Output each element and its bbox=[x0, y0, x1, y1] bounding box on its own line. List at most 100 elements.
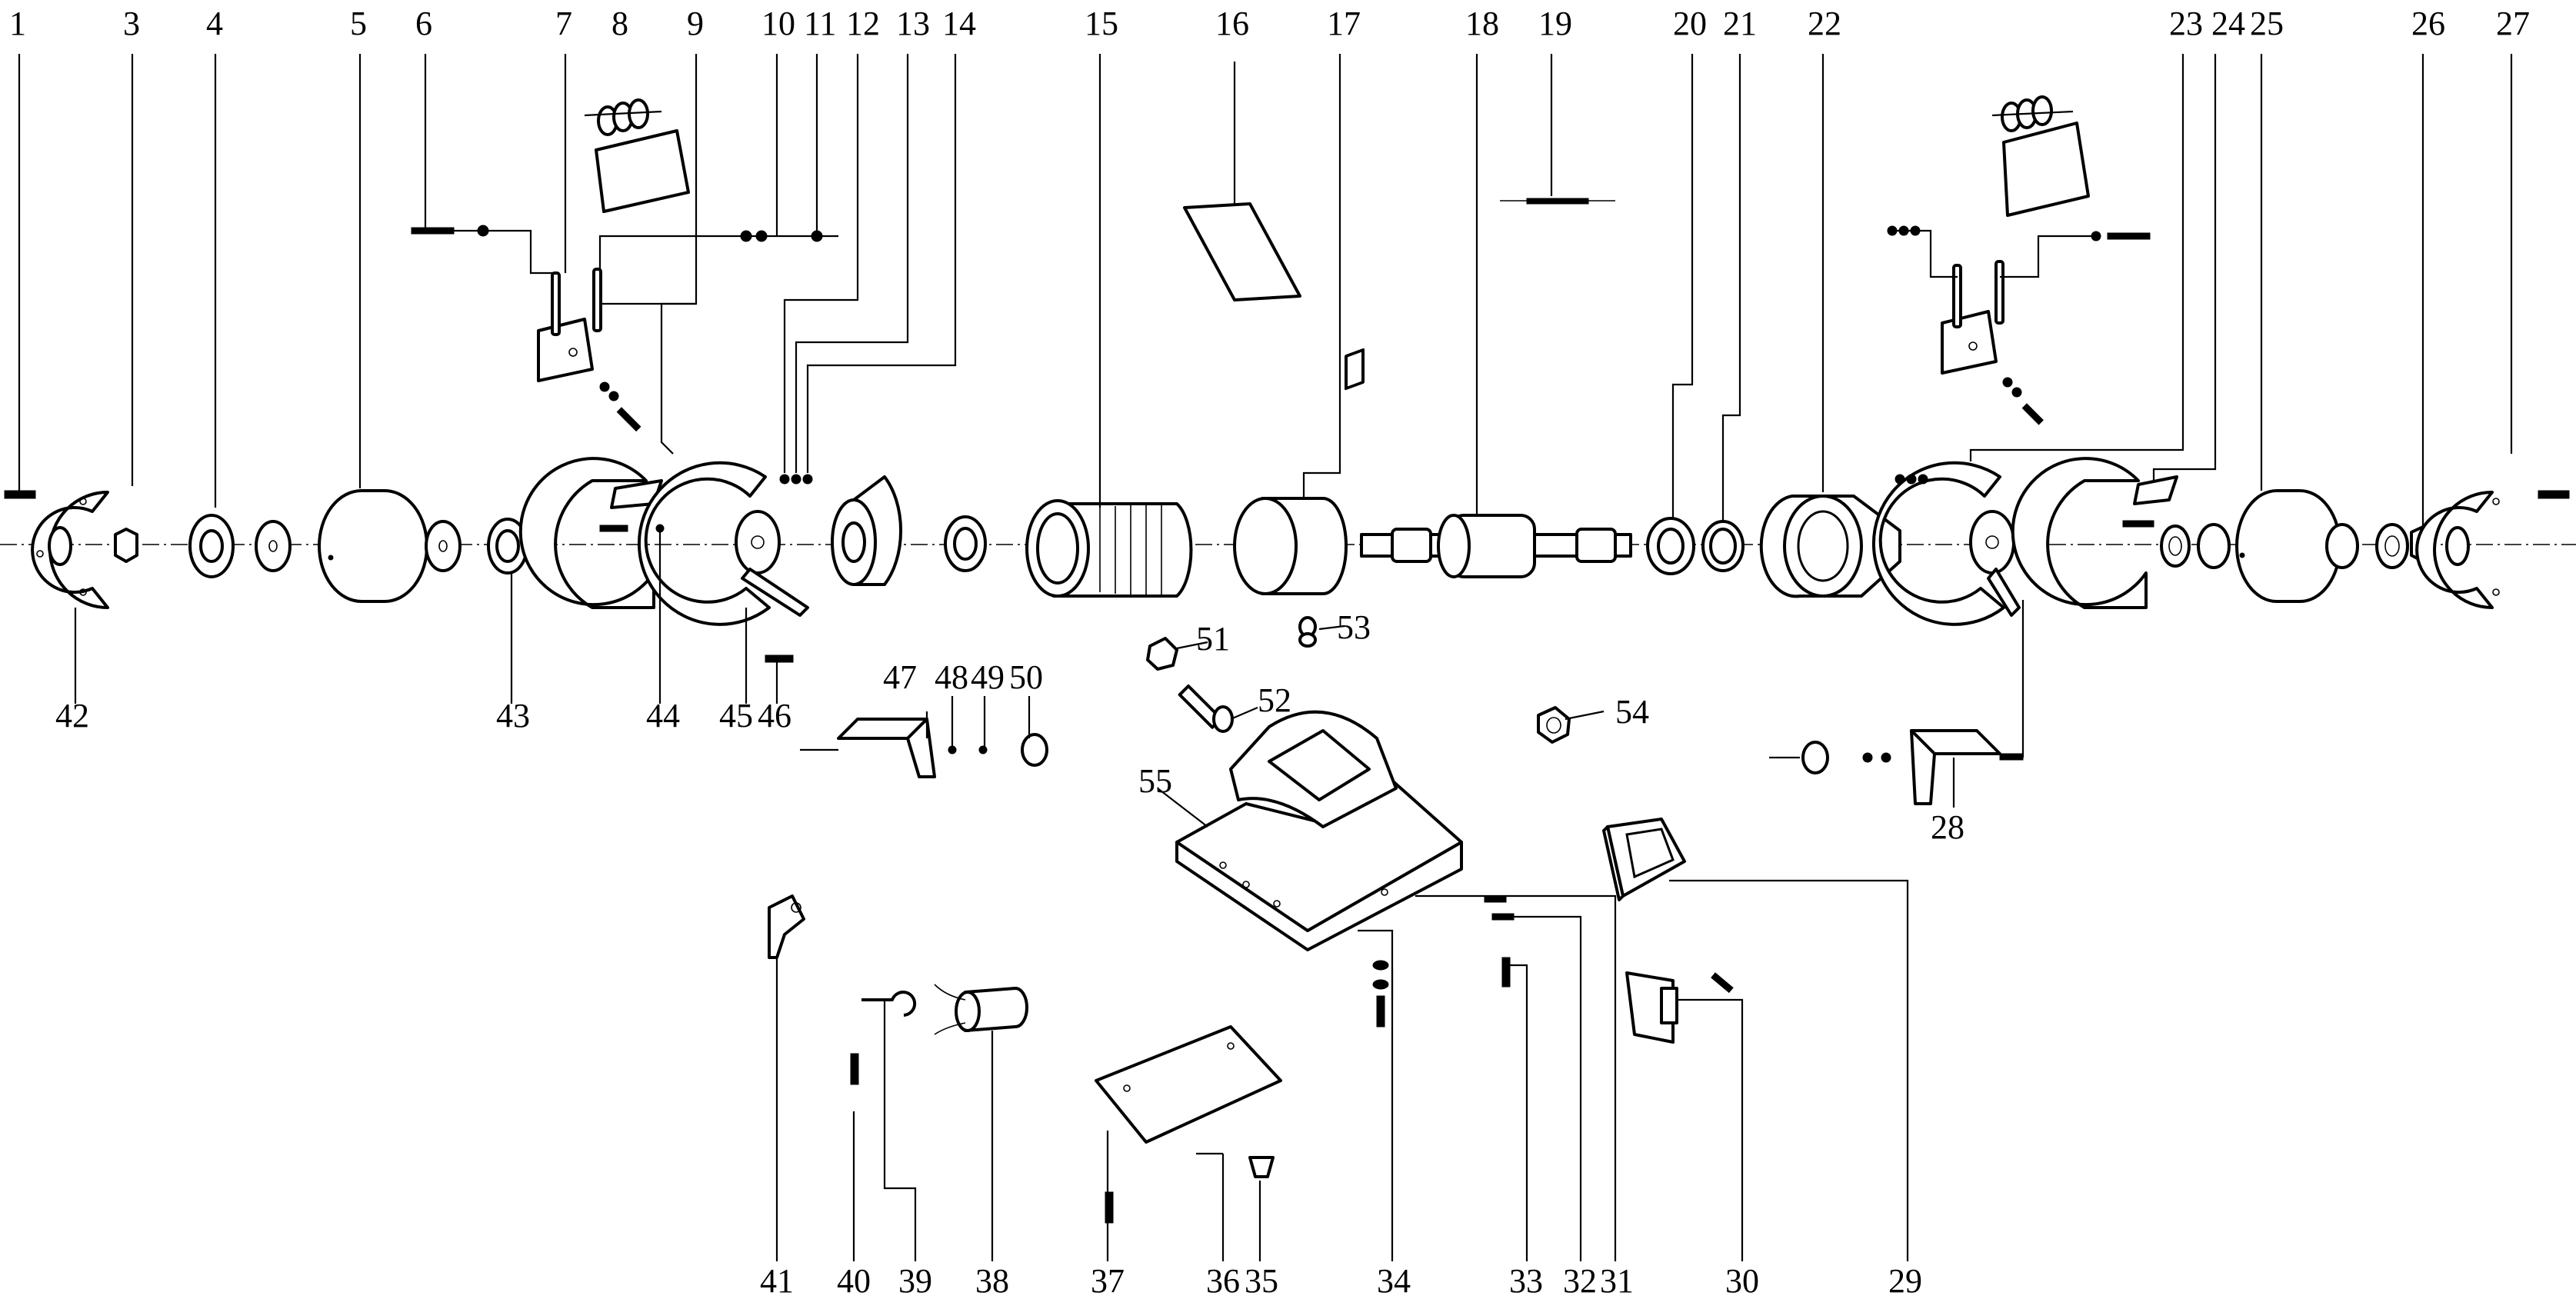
label-49: 49 bbox=[971, 658, 1005, 696]
part-28-tool-rest-right bbox=[1801, 729, 2024, 805]
label-29: 29 bbox=[1888, 1262, 1922, 1299]
label-1: 1 bbox=[9, 5, 26, 42]
label-4: 4 bbox=[206, 5, 223, 42]
parts-51-52-bolt bbox=[1146, 637, 1234, 733]
part-37-screw bbox=[1105, 1191, 1114, 1224]
label-43: 43 bbox=[496, 697, 530, 734]
label-3: 3 bbox=[123, 5, 140, 42]
label-42: 42 bbox=[55, 697, 89, 734]
label-35: 35 bbox=[1245, 1262, 1278, 1299]
screw-46 bbox=[765, 654, 794, 663]
part-20-bearing-right bbox=[1646, 517, 1695, 575]
part-30-switch bbox=[1625, 971, 1734, 1044]
part-15-stator bbox=[1025, 499, 1193, 598]
label-44: 44 bbox=[646, 697, 680, 734]
part-7-shield-bracket-left bbox=[537, 268, 602, 382]
part-54-nut bbox=[1537, 706, 1571, 744]
part-1-bolt bbox=[4, 490, 36, 499]
label-30: 30 bbox=[1725, 1262, 1759, 1299]
screws-12-14 bbox=[779, 474, 813, 485]
label-54: 54 bbox=[1615, 693, 1649, 731]
label-40: 40 bbox=[837, 1262, 871, 1299]
label-31: 31 bbox=[1600, 1262, 1634, 1299]
label-27: 27 bbox=[2496, 5, 2530, 42]
part-9-screw bbox=[599, 381, 642, 432]
washer-left-2-hole bbox=[438, 540, 448, 552]
part-43-inner-flange bbox=[487, 518, 528, 575]
part-42-outer-cover-left bbox=[31, 491, 109, 609]
label-41: 41 bbox=[760, 1262, 794, 1299]
label-11: 11 bbox=[804, 5, 836, 42]
label-28: 28 bbox=[1931, 808, 1964, 846]
label-34: 34 bbox=[1377, 1262, 1411, 1299]
screw-group-44 bbox=[599, 524, 665, 533]
part-3-nut bbox=[114, 528, 138, 563]
label-25: 25 bbox=[2250, 5, 2284, 42]
label-8: 8 bbox=[612, 5, 628, 42]
washer-right-2 bbox=[2325, 523, 2359, 569]
label-12: 12 bbox=[846, 5, 880, 42]
label-37: 37 bbox=[1091, 1262, 1125, 1299]
label-33: 33 bbox=[1509, 1262, 1543, 1299]
part-38-capacitor bbox=[934, 984, 1028, 1035]
label-45: 45 bbox=[719, 697, 753, 734]
part-34-screw bbox=[1372, 960, 1389, 1028]
part-17-housing-sleeve bbox=[1233, 497, 1348, 595]
part-53-nut bbox=[1298, 616, 1317, 648]
part-22-end-cover-right bbox=[1759, 495, 1901, 598]
part-19-long-bolt bbox=[1500, 198, 1615, 205]
label-51: 51 bbox=[1196, 620, 1230, 658]
label-20: 20 bbox=[1673, 5, 1707, 42]
label-24: 24 bbox=[2211, 5, 2245, 42]
label-21: 21 bbox=[1723, 5, 1757, 42]
part-55-motor-base bbox=[1175, 348, 1463, 951]
part-eye-shield-right bbox=[2001, 95, 2090, 217]
label-19: 19 bbox=[1538, 5, 1572, 42]
washer-left-2 bbox=[425, 520, 462, 572]
washer-right-1 bbox=[2197, 523, 2231, 569]
part-21-wave-washer bbox=[1701, 520, 1745, 572]
part-44-wheel-guard-left bbox=[518, 457, 663, 609]
label-52: 52 bbox=[1258, 681, 1291, 719]
label-36: 36 bbox=[1206, 1262, 1240, 1299]
washer-left-1-hole bbox=[268, 540, 278, 552]
label-47: 47 bbox=[883, 658, 917, 696]
label-46: 46 bbox=[758, 697, 791, 734]
label-13: 13 bbox=[896, 5, 930, 42]
part-23-wheel-guard-right bbox=[2011, 457, 2178, 609]
label-48: 48 bbox=[935, 658, 968, 696]
label-26: 26 bbox=[2411, 5, 2445, 42]
label-55: 55 bbox=[1138, 762, 1172, 800]
label-7: 7 bbox=[555, 5, 572, 42]
label-39: 39 bbox=[898, 1262, 932, 1299]
part-41-power-plug bbox=[768, 894, 805, 959]
leader-lines bbox=[18, 54, 2513, 1261]
label-14: 14 bbox=[942, 5, 976, 42]
label-50: 50 bbox=[1009, 658, 1043, 696]
part-5-grinding-wheel bbox=[318, 489, 428, 603]
part-bearing-left bbox=[944, 515, 987, 572]
label-32: 32 bbox=[1563, 1262, 1597, 1299]
part-40-screw bbox=[850, 1053, 859, 1085]
part-36-bottom-plate bbox=[1095, 1025, 1282, 1144]
part-29-switch-housing bbox=[1602, 818, 1686, 901]
label-6: 6 bbox=[415, 5, 432, 42]
label-9: 9 bbox=[687, 5, 704, 42]
callout-numbers: 1 3 4 5 6 7 8 9 10 11 12 13 14 15 16 17 … bbox=[9, 5, 2530, 1299]
part-47-tool-rest-left bbox=[837, 718, 1048, 778]
label-15: 15 bbox=[1085, 5, 1118, 42]
part-shield-bracket-right bbox=[1887, 225, 2151, 425]
part-45-inner-cover bbox=[637, 461, 809, 626]
label-38: 38 bbox=[975, 1262, 1009, 1299]
label-17: 17 bbox=[1327, 5, 1361, 42]
part-end-cap-left bbox=[831, 475, 903, 586]
part-35-rubber-foot bbox=[1248, 1156, 1275, 1178]
part-16-label-plate bbox=[1183, 202, 1301, 301]
label-10: 10 bbox=[761, 5, 795, 42]
label-23: 23 bbox=[2169, 5, 2203, 42]
part-25-grinding-wheel-right bbox=[2235, 489, 2341, 603]
parts-31-33-screws bbox=[1484, 895, 1515, 988]
label-22: 22 bbox=[1808, 5, 1841, 42]
part-18-rotor-shaft bbox=[1360, 514, 1632, 578]
